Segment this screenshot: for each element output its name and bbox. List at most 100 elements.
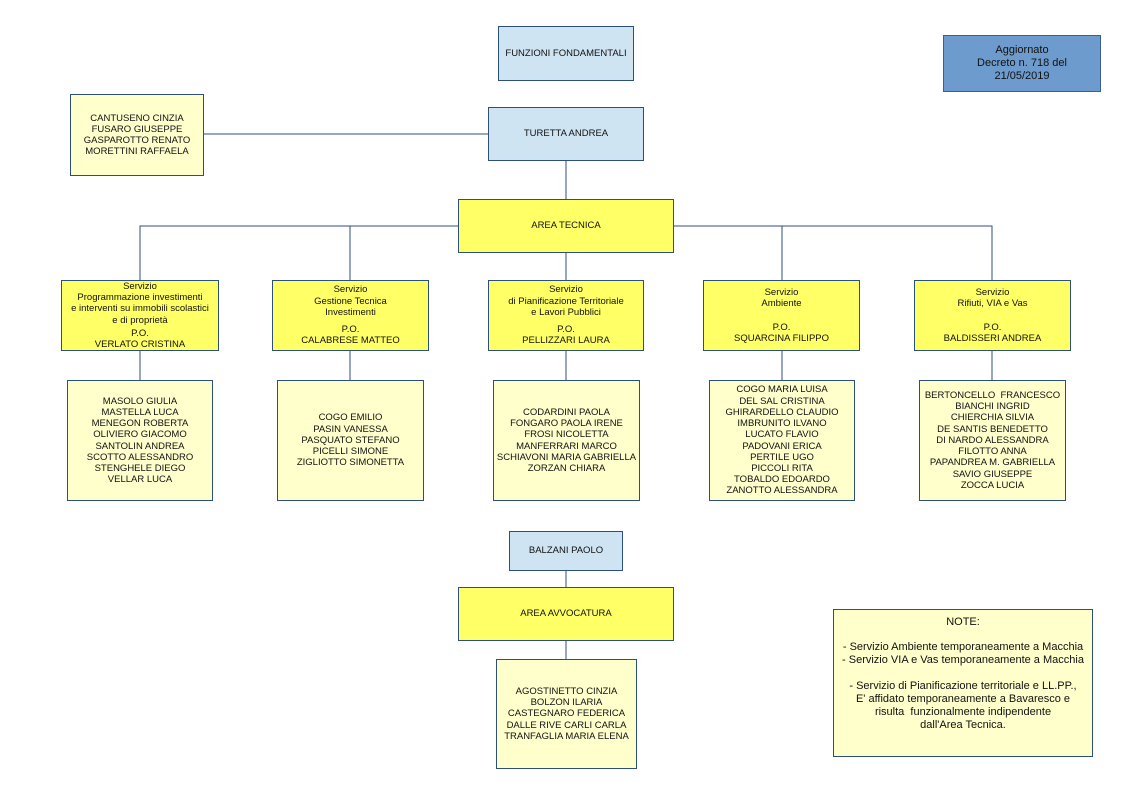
staff-member: CASTEGNARO FEDERICA: [507, 708, 626, 720]
service-title-line: di Pianificazione Territoriale: [508, 295, 624, 307]
po-name: PELLIZZARI LAURA: [522, 335, 610, 347]
funzioni-fondamentali-label: FUNZIONI FONDAMENTALI: [505, 47, 627, 59]
service-staff-box-rifiuti: BERTONCELLO FRANCESCO BIANCHI INGRID CHI…: [919, 380, 1066, 501]
po-name: BALDISSERI ANDREA: [943, 332, 1042, 344]
funzioni-fondamentali-box: FUNZIONI FONDAMENTALI: [498, 26, 634, 81]
service-staff-box-pianificazione: CODARDINI PAOLA FONGARO PAOLA IRENE FROS…: [493, 380, 640, 501]
staff-box: CANTUSENO CINZIA FUSARO GIUSEPPE GASPARO…: [70, 94, 204, 176]
staff-member: PADOVANI ERICA: [742, 440, 822, 452]
area-tecnica-label: AREA TECNICA: [531, 220, 601, 232]
service-box-pianificazione: Servizio di Pianificazione Territoriale …: [488, 280, 644, 351]
staff-member: VELLAR LUCA: [107, 474, 173, 486]
staff-member: FROSI NICOLETTA: [524, 429, 609, 441]
staff-member: PICCOLI RITA: [751, 462, 813, 474]
staff-member: BERTONCELLO FRANCESCO: [924, 390, 1061, 402]
note-line: - Servizio di Pianificazione territorial…: [849, 679, 1077, 692]
service-staff-box-gestione-tecnica: COGO EMILIO PASIN VANESSA PASQUATO STEFA…: [277, 380, 424, 501]
po-label: P.O.: [983, 321, 1002, 333]
staff-member: COGO MARIA LUISA: [736, 384, 828, 396]
note-line: E' affidato temporaneamente a Bavaresco …: [855, 692, 1071, 705]
po-name: CALABRESE MATTEO: [301, 335, 400, 347]
staff-member: SANTOLIN ANDREA: [95, 440, 185, 452]
staff-member: CANTUSENO CINZIA: [90, 112, 184, 124]
staff-member: SCHIAVONI MARIA GABRIELLA: [496, 451, 637, 463]
aggiornato-box: Aggiornato Decreto n. 718 del 21/05/2019: [943, 35, 1101, 92]
aggiornato-line-3: 21/05/2019: [994, 69, 1050, 82]
staff-member: MASOLO GIULIA: [102, 395, 178, 407]
notes-title: NOTE:: [946, 616, 980, 628]
service-title-line: e interventi su immobili scolastici: [71, 303, 209, 315]
staff-member: FUSARO GIUSEPPE: [91, 123, 183, 135]
staff-member: ZIGLIOTTO SIMONETTA: [296, 457, 405, 469]
service-title-line: Investimenti: [325, 306, 376, 318]
head-box: TURETTA ANDREA: [488, 107, 644, 161]
staff-member: PERTILE UGO: [750, 451, 814, 463]
area-avvocatura-box: AREA AVVOCATURA: [458, 587, 674, 641]
service-title-line: Servizio: [764, 287, 799, 299]
note-line: dall'Area Tecnica.: [920, 719, 1006, 732]
staff-member: TOBALDO EDOARDO: [734, 474, 830, 486]
staff-member: ZOCCA LUCIA: [960, 479, 1025, 491]
head-name: TURETTA ANDREA: [523, 128, 609, 140]
staff-member: PAPANDREA M. GABRIELLA: [929, 457, 1056, 469]
service-title-line: e Lavori Pubblici: [531, 306, 601, 318]
po-label: P.O.: [131, 327, 149, 339]
staff-member: GHIRARDELLO CLAUDIO: [725, 406, 839, 418]
service-box-ambiente: Servizio Ambiente P.O. SQUARCINA FILIPPO: [703, 280, 860, 351]
staff-member: LUCATO FLAVIO: [745, 429, 819, 441]
balzani-name: BALZANI PAOLO: [528, 545, 604, 557]
service-title-line: Servizio: [549, 284, 583, 296]
staff-member: BIANCHI INGRID: [955, 401, 1030, 413]
staff-member: GASPAROTTO RENATO: [83, 135, 191, 146]
staff-member: PASQUATO STEFANO: [301, 434, 400, 446]
staff-member: SCOTTO ALESSANDRO: [86, 451, 194, 463]
staff-member: FONGARO PAOLA IRENE: [510, 418, 623, 430]
staff-member: MENEGON ROBERTA: [91, 418, 189, 430]
area-avvocatura-label: AREA AVVOCATURA: [520, 608, 612, 620]
staff-member: DEL SAL CRISTINA: [739, 395, 825, 407]
staff-member: MANFERRARI MARCO: [516, 440, 617, 452]
service-title-line: Rifiuti, VIA e Vas: [957, 298, 1028, 310]
staff-member: MASTELLA LUCA: [101, 406, 179, 418]
service-box-gestione-tecnica: Servizio Gestione Tecnica Investimenti P…: [272, 280, 429, 351]
staff-member: COGO EMILIO: [318, 412, 383, 424]
po-name: VERLATO CRISTINA: [94, 338, 186, 350]
staff-member: ZANOTTO ALESSANDRA: [726, 485, 838, 497]
staff-member: CODARDINI PAOLA: [523, 406, 610, 418]
staff-member: ZORZAN CHIARA: [527, 462, 606, 474]
staff-member: DALLE RIVE CARLI CARLA: [506, 719, 627, 731]
service-title-line: Servizio: [333, 284, 368, 296]
service-title-line: Servizio: [975, 287, 1010, 299]
staff-member: DI NARDO ALESSANDRA: [936, 434, 1049, 446]
service-title-line: Ambiente: [761, 298, 802, 310]
staff-member: CHIERCHIA SILVIA: [950, 412, 1035, 424]
service-title-line: Gestione Tecnica: [314, 295, 387, 307]
note-line: risulta funzionalmente indipendente: [874, 705, 1052, 718]
staff-member: BOLZON ILARIA: [530, 697, 603, 709]
staff-member: SAVIO GIUSEPPE: [952, 468, 1033, 480]
aggiornato-line-2: Decreto n. 718 del: [977, 57, 1067, 70]
po-label: P.O.: [341, 324, 360, 336]
staff-member: PICELLI SIMONE: [312, 446, 389, 458]
service-title-line: Programmazione investimenti: [77, 292, 203, 304]
service-box-programmazione: Servizio Programmazione investimenti e i…: [61, 280, 219, 351]
staff-member: TRANFAGLIA MARIA ELENA: [504, 730, 629, 742]
staff-member: PASIN VANESSA: [313, 423, 388, 435]
service-title-line: Servizio: [123, 281, 157, 292]
staff-member: MORETTINI RAFFAELA: [85, 146, 189, 158]
note-line: - Servizio VIA e Vas temporaneamente a M…: [842, 654, 1084, 667]
balzani-box: BALZANI PAOLO: [509, 531, 623, 571]
area-tecnica-box: AREA TECNICA: [458, 199, 674, 253]
staff-member: OLIVIERO GIACOMO: [93, 429, 187, 441]
service-staff-box-ambiente: COGO MARIA LUISA DEL SAL CRISTINA GHIRAR…: [709, 380, 855, 501]
avvocatura-staff-box: AGOSTINETTO CINZIA BOLZON ILARIA CASTEGN…: [496, 659, 637, 769]
service-title-line: e di proprietà: [112, 314, 168, 326]
po-label: P.O.: [557, 324, 575, 336]
po-name: SQUARCINA FILIPPO: [733, 332, 830, 344]
staff-member: STENGHELE DIEGO: [94, 462, 186, 474]
service-box-rifiuti: Servizio Rifiuti, VIA e Vas P.O. BALDISS…: [914, 280, 1071, 351]
staff-member: DE SANTIS BENEDETTO: [937, 423, 1048, 435]
service-staff-box-programmazione: MASOLO GIULIA MASTELLA LUCA MENEGON ROBE…: [67, 380, 213, 501]
note-line: - Servizio Ambiente temporaneamente a Ma…: [842, 641, 1084, 654]
